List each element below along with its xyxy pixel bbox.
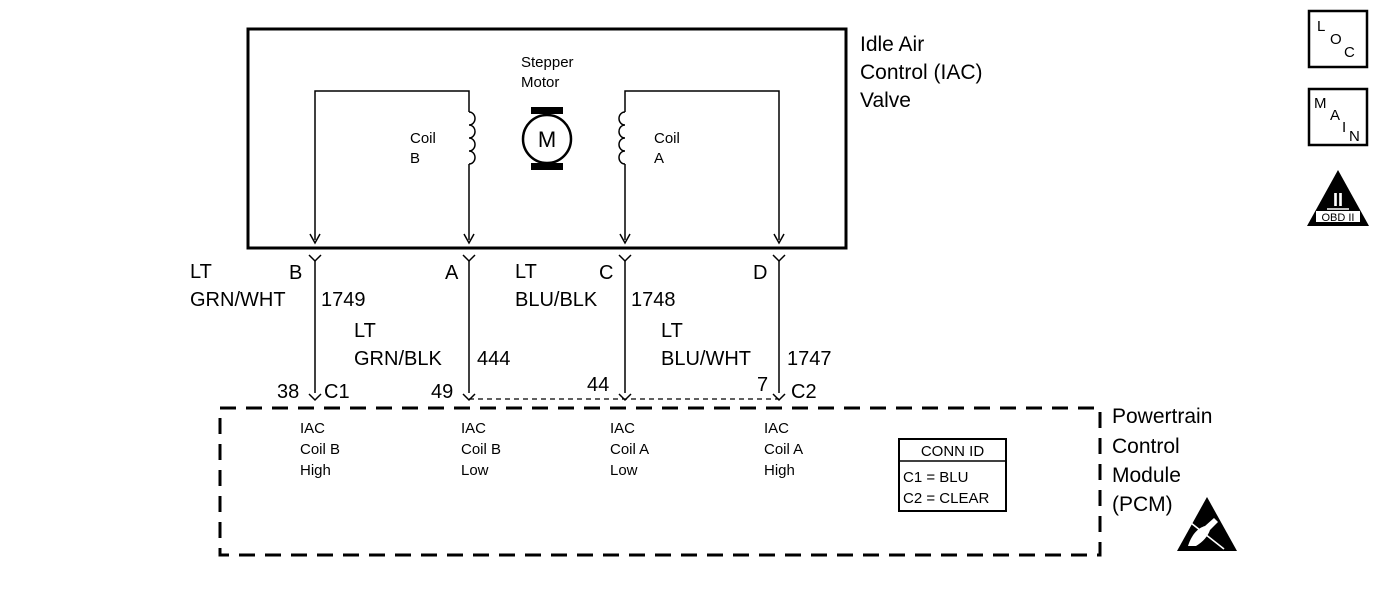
conn-id-table: CONN ID C1 = BLU C2 = CLEAR [898,438,1007,512]
svg-text:A: A [1330,107,1340,124]
conn-id-row-2: C2 = CLEAR [903,490,989,507]
iac-valve-label-1: Idle Air [860,33,924,56]
pcm-label-3: Module [1112,464,1181,487]
wire-c-circuit: 1748 [631,289,676,311]
iac-valve-label-3: Valve [860,89,911,112]
svg-text:I: I [1342,119,1346,136]
svg-text:C: C [1344,44,1355,61]
wire-a-color-1: LT [354,320,376,342]
wire-d-color-2: BLU/WHT [661,348,751,370]
wire-b-pcm-pin: 38 [277,381,299,403]
svg-text:Coil B: Coil B [300,441,340,458]
pcm-terminal-coil-a-high: IAC Coil A High [764,420,803,479]
coil-b-label-2: B [410,150,420,167]
wire-b-pin: B [289,262,302,284]
connector-c2-label: C2 [791,381,817,403]
stepper-motor-label-1: Stepper [521,54,574,71]
svg-text:IAC: IAC [610,420,635,437]
wire-d-circuit: 1747 [787,348,832,370]
wire-c-pcm-pin: 44 [587,374,609,396]
pcm-label-1: Powertrain [1112,405,1212,428]
wire-b-color-1: LT [190,261,212,283]
pcm-terminal-coil-a-low: IAC Coil A Low [610,420,649,479]
wire-a-pin: A [445,262,459,284]
pcm-label-4: (PCM) [1112,493,1173,516]
conn-id-title: CONN ID [921,443,985,460]
esd-sensitive-icon [1177,497,1237,551]
svg-text:Coil A: Coil A [764,441,803,458]
svg-text:High: High [300,462,331,479]
coil-b-label-1: Coil [410,130,436,147]
pcm-label-2: Control [1112,435,1180,458]
iac-valve-box [246,27,848,250]
wire-a-color-2: GRN/BLK [354,348,442,370]
stepper-motor-icon: M [521,107,573,170]
svg-text:Low: Low [610,462,638,479]
pcm-terminal-coil-b-high: IAC Coil B High [300,420,340,479]
wire-b-circuit: 1749 [321,289,366,311]
obd-ii-numeral: II [1333,190,1343,210]
coil-a-circuit [618,90,785,245]
motor-symbol: M [538,127,556,152]
obd-ii-text: OBD II [1321,212,1354,224]
svg-text:High: High [764,462,795,479]
loc-icon: L O C [1307,9,1369,69]
svg-text:O: O [1330,31,1342,48]
wire-c-color-1: LT [515,261,537,283]
svg-text:IAC: IAC [300,420,325,437]
svg-text:Coil A: Coil A [610,441,649,458]
connector-c1-label: C1 [324,381,350,403]
iac-valve-label-2: Control (IAC) [860,61,983,84]
coil-a-label-1: Coil [654,130,680,147]
svg-text:L: L [1317,18,1325,35]
conn-id-row-1: C1 = BLU [903,469,968,486]
wire-d-color-1: LT [661,320,683,342]
svg-text:N: N [1349,128,1360,145]
svg-text:M: M [1314,95,1327,112]
svg-text:IAC: IAC [461,420,486,437]
svg-text:IAC: IAC [764,420,789,437]
wire-a-circuit: 444 [477,348,510,370]
coil-a-label-2: A [654,150,664,167]
wire-a-pcm-pin: 49 [431,381,453,403]
wire-c-pin: C [599,262,613,284]
wire-d-pin: D [753,262,767,284]
wire-c-color-2: BLU/BLK [515,289,598,311]
obd-ii-icon: II OBD II [1307,170,1369,226]
wire-d-pcm-pin: 7 [757,374,768,396]
svg-text:Coil B: Coil B [461,441,501,458]
wire-runs [308,254,786,402]
svg-text:Low: Low [461,462,489,479]
coil-b-circuit [309,90,476,245]
pcm-box [218,406,1102,557]
pcm-terminal-coil-b-low: IAC Coil B Low [461,420,501,479]
wire-b-color-2: GRN/WHT [190,289,286,311]
main-icon: M A I N [1307,87,1369,147]
stepper-motor-label-2: Motor [521,74,559,91]
